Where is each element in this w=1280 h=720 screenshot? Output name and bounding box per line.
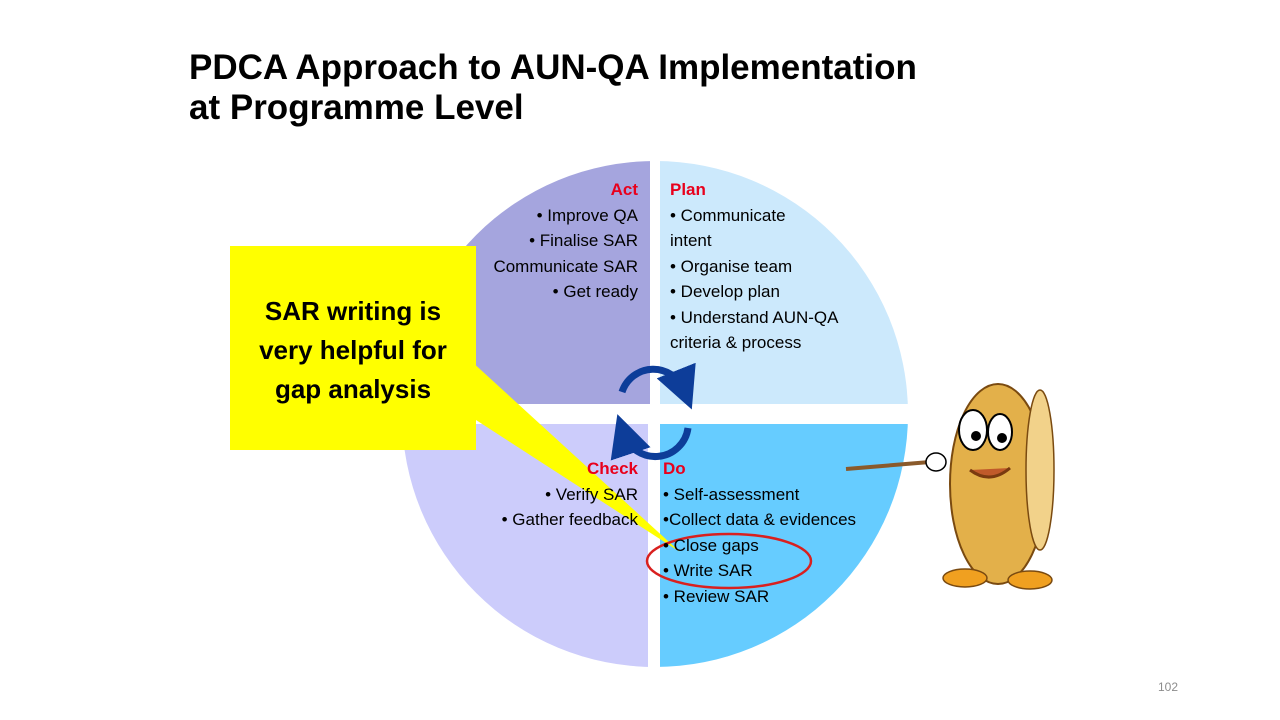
- do-item: • Close gaps: [663, 535, 759, 555]
- callout-pointer: [470, 360, 680, 552]
- plan-item: • Develop plan: [670, 282, 780, 301]
- page-number: 102: [1158, 680, 1179, 694]
- check-item: • Gather feedback: [501, 510, 638, 529]
- check-item: • Verify SAR: [545, 484, 638, 504]
- cycle-arrows-icon: [610, 362, 696, 461]
- plan-item: criteria & process: [670, 333, 802, 352]
- title-line-2: at Programme Level: [189, 88, 524, 127]
- plan-text: Plan • Communicate intent • Organise tea…: [670, 177, 838, 356]
- do-item: • Write SAR: [663, 561, 753, 580]
- do-item: • Review SAR: [663, 586, 770, 606]
- do-text: Do • Self-assessment •Collect data & evi…: [663, 456, 856, 609]
- plan-item: intent: [670, 231, 712, 250]
- callout-box: [230, 246, 476, 450]
- callout-text: SAR writing is very helpful for gap anal…: [259, 296, 447, 404]
- plan-item: • Communicate: [670, 205, 786, 225]
- act-item: • Improve QA: [536, 205, 638, 225]
- brush-mascot-icon: [845, 383, 1055, 590]
- plan-heading: Plan: [670, 180, 706, 199]
- check-heading: Check: [586, 459, 638, 478]
- do-item: • Self-assessment: [663, 484, 800, 504]
- highlight-ellipse: [645, 532, 813, 590]
- slide-title: PDCA Approach to AUN-QA Implementation a…: [189, 48, 917, 128]
- act-text: Act • Improve QA • Finalise SAR Communic…: [493, 177, 638, 305]
- check-text: Check • Verify SAR • Gather feedback: [502, 456, 638, 533]
- act-item: • Get ready: [552, 282, 638, 301]
- act-heading: Act: [610, 180, 638, 199]
- act-item: Communicate SAR: [493, 256, 638, 276]
- do-item: •Collect data & evidences: [663, 510, 857, 529]
- title-line-1: PDCA Approach to AUN-QA Implementation: [189, 48, 917, 87]
- plan-item: • Organise team: [670, 256, 793, 276]
- do-heading: Do: [663, 459, 686, 478]
- plan-item: • Understand AUN-QA: [670, 307, 839, 327]
- act-item: • Finalise SAR: [529, 231, 638, 250]
